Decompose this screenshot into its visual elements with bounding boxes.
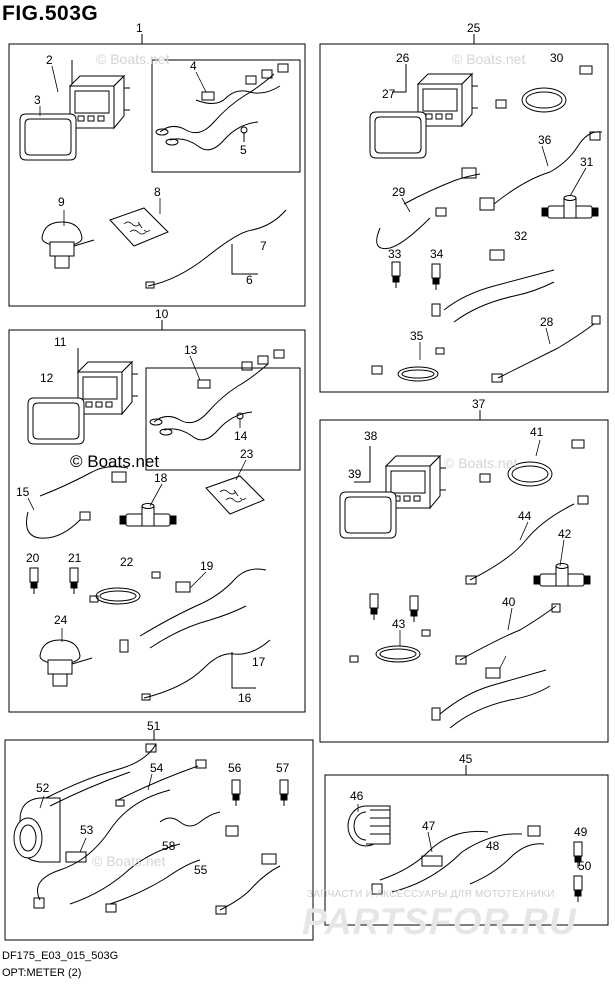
part-number: 31 — [580, 155, 594, 169]
subtitle: OPT:METER (2) — [2, 967, 82, 979]
part-number: 13 — [184, 343, 198, 357]
part-number: 23 — [240, 447, 254, 461]
part-number: 11 — [54, 335, 67, 349]
part-number: 19 — [200, 559, 214, 573]
part-number: 58 — [162, 839, 176, 853]
part-number: 27 — [382, 87, 396, 101]
part-number: 29 — [392, 185, 406, 199]
group-box-37 — [319, 410, 609, 743]
part-number: 30 — [550, 51, 564, 65]
part-number: 8 — [154, 185, 161, 199]
group-box-45 — [324, 765, 609, 926]
part-number: 5 — [240, 143, 247, 157]
watermark-ghost: © Boats.net — [92, 853, 165, 869]
part-number: 57 — [276, 761, 290, 775]
part-number: 20 — [26, 551, 40, 565]
part-number: 38 — [364, 429, 378, 443]
part-number: 32 — [514, 229, 528, 243]
part-number: 34 — [430, 247, 444, 261]
part-number: 36 — [538, 133, 552, 147]
part-number: 44 — [518, 509, 532, 523]
group-box-51 — [4, 730, 314, 941]
group-box-10 — [8, 320, 306, 713]
part-number: 53 — [80, 823, 94, 837]
part-number: 7 — [260, 239, 267, 253]
site-tagline: ЗАПЧАСТИ И АКСЕССУАРЫ ДЛЯ МОТОТЕХНИКИ — [307, 889, 555, 900]
watermark: © Boats.net — [70, 452, 160, 471]
group-label: 37 — [472, 397, 486, 411]
group-label: 10 — [155, 307, 169, 321]
part-number: 42 — [558, 527, 572, 541]
part-number: 14 — [234, 429, 248, 443]
leader-lines — [27, 65, 587, 853]
part-number: 35 — [410, 329, 424, 343]
part-number: 9 — [58, 195, 65, 209]
group-box-1 — [8, 34, 306, 307]
part-number: 6 — [246, 273, 253, 287]
part-number: 2 — [46, 53, 53, 67]
site-brand: PARTSFOR.RU — [302, 901, 577, 942]
part-number: 46 — [350, 789, 364, 803]
figure-title: FIG.503G — [2, 2, 99, 25]
part-number: 15 — [16, 485, 30, 499]
part-number: 33 — [388, 247, 402, 261]
part-number-labels: 2 3 4 5 6 7 8 9 11 12 13 14 15 16 17 18 … — [16, 51, 594, 877]
part-number: 28 — [540, 315, 554, 329]
group-label: 51 — [147, 719, 161, 733]
part-number: 18 — [154, 471, 168, 485]
part-number: 47 — [422, 819, 436, 833]
part-number: 50 — [578, 859, 592, 873]
group-label: 45 — [459, 752, 473, 766]
part-number: 48 — [486, 839, 500, 853]
part-number: 49 — [574, 825, 588, 839]
part-number: 4 — [190, 59, 197, 73]
group-box-25 — [319, 34, 609, 393]
part-number: 16 — [238, 691, 252, 705]
part-number: 55 — [194, 863, 208, 877]
part-number: 24 — [54, 613, 68, 627]
watermark-ghost: © Boats.net — [452, 51, 525, 67]
part-number: 12 — [40, 371, 54, 385]
part-number: 52 — [36, 781, 50, 795]
part-number: 3 — [34, 93, 41, 107]
group-label: 1 — [136, 21, 143, 35]
group-label: 25 — [467, 21, 481, 35]
part-number: 54 — [150, 761, 164, 775]
part-number: 40 — [502, 595, 516, 609]
part-number: 41 — [530, 425, 544, 439]
part-number: 26 — [396, 51, 410, 65]
watermark-ghost: © Boats.net — [96, 51, 169, 67]
part-number: 21 — [68, 551, 82, 565]
part-number: 56 — [228, 761, 242, 775]
part-number: 22 — [120, 555, 134, 569]
watermark-ghost: © Boats.net — [444, 455, 517, 471]
part-number: 17 — [252, 655, 266, 669]
part-number: 43 — [392, 617, 406, 631]
model-code: DF175_E03_015_503G — [2, 950, 119, 962]
part-number: 39 — [348, 467, 362, 481]
